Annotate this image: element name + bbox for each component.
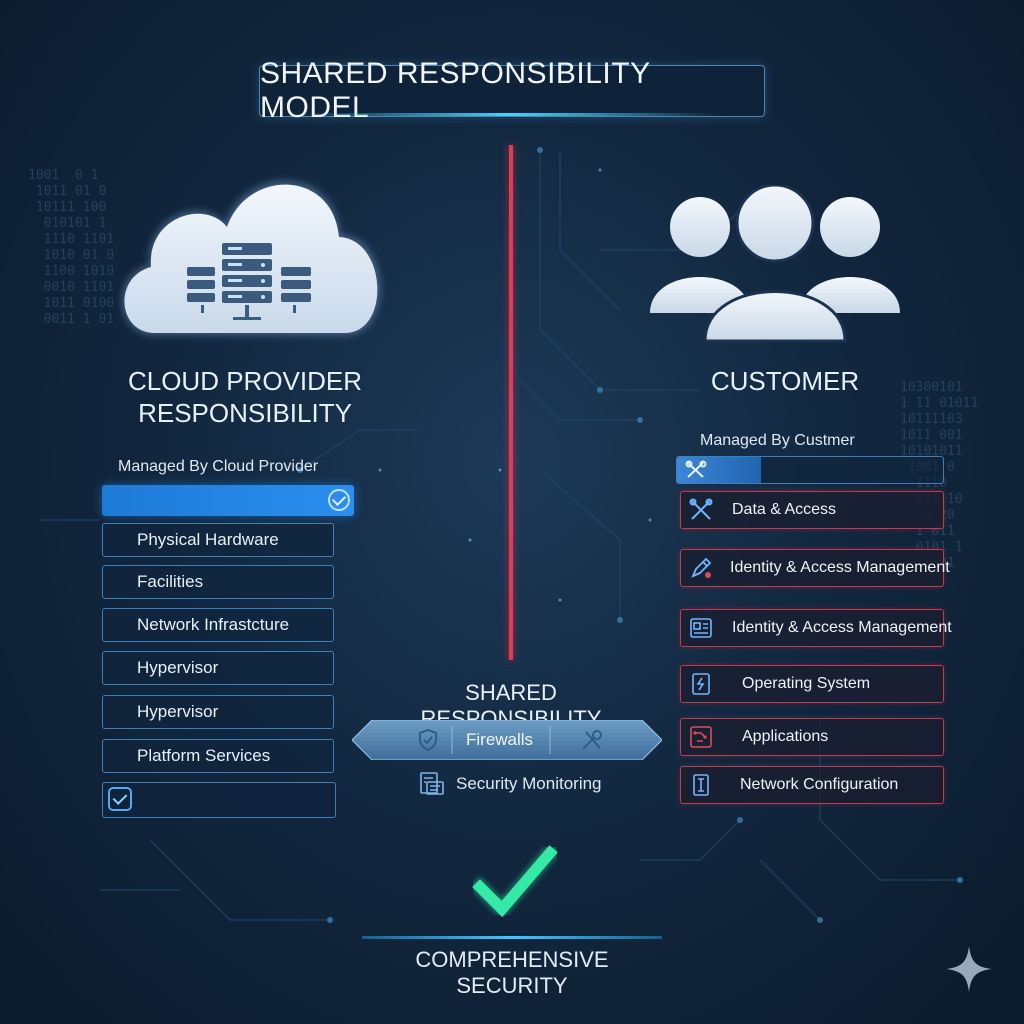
provider-heading-line1: CLOUD PROVIDER <box>127 366 363 396</box>
page-title: SHARED RESPONSIBILITY MODEL <box>259 57 765 124</box>
customer-item-data-access: Data & Access <box>680 491 944 529</box>
network-plug-icon <box>693 774 709 796</box>
customer-item-label: Applications <box>742 728 829 745</box>
provider-managed-label: Managed By Cloud Provider <box>118 458 319 475</box>
customer-item-operating-system: Operating System <box>680 665 944 703</box>
binary-pattern-right: 10300101 1 11 01011 10111103 1011 001 10… <box>900 380 979 571</box>
id-card-icon <box>690 618 712 638</box>
shield-check-icon <box>419 729 437 752</box>
firewalls-banner: Firewalls <box>352 720 662 760</box>
provider-item-hypervisor: Hypervisor <box>102 651 334 685</box>
customer-item-label: Identity & Access Management <box>730 559 950 576</box>
comprehensive-security-line <box>362 936 662 939</box>
tools-icon <box>685 460 707 478</box>
provider-item-hypervisor-2: Hypervisor <box>102 695 334 729</box>
center-divider <box>509 145 513 660</box>
customer-item-label: Network Configuration <box>740 776 899 793</box>
provider-heading: CLOUD PROVIDER RESPONSIBILITY <box>110 365 380 429</box>
customer-item-label: Operating System <box>742 675 871 692</box>
provider-item-network-infrastructure: Network Infrastcture <box>102 608 334 642</box>
customer-item-identity-access-2: Identity & Access Management <box>680 609 952 647</box>
title-underline-glow <box>300 113 720 116</box>
os-icon <box>692 673 710 695</box>
customer-managed-label: Managed By Custmer <box>700 432 855 449</box>
firewalls-label: Firewalls <box>466 730 534 749</box>
customer-people-icon <box>640 183 910 345</box>
monitor-list-icon <box>420 772 444 795</box>
pen-edit-icon <box>691 557 712 578</box>
customer-item-applications: Applications <box>680 718 944 756</box>
provider-item-physical-hardware: Physical Hardware <box>102 523 334 557</box>
customer-progress-bar <box>676 456 944 484</box>
customer-item-label: Identity & Access Management <box>732 619 952 636</box>
customer-heading: CUSTOMER <box>710 366 860 396</box>
sparkle-icon <box>946 946 992 992</box>
check-circle-icon <box>328 489 350 511</box>
binary-pattern-left: 1001 0 1 1011 01 0 10111 100 010101 1 11… <box>28 168 115 327</box>
tools-icon <box>689 498 713 520</box>
green-check-icon <box>470 845 560 920</box>
provider-progress-bar <box>102 485 354 516</box>
tools-gear-icon <box>582 730 602 750</box>
provider-item-platform-services: Platform Services <box>102 739 334 773</box>
cloud-server-icon <box>105 155 395 345</box>
checkbox-icon <box>108 787 132 811</box>
app-circuit-icon <box>690 726 712 748</box>
provider-item-facilities: Facilities <box>102 565 334 599</box>
customer-item-identity-access-1: Identity & Access Management <box>680 549 950 587</box>
provider-heading-line2: RESPONSIBILITY <box>138 398 352 428</box>
customer-item-network-configuration: Network Configuration <box>680 766 944 804</box>
customer-item-label: Data & Access <box>732 501 837 518</box>
security-monitoring-label: Security Monitoring <box>456 774 602 793</box>
comprehensive-security-label: COMPREHENSIVE SECURITY <box>415 947 609 998</box>
provider-checkbox-row <box>102 782 336 818</box>
